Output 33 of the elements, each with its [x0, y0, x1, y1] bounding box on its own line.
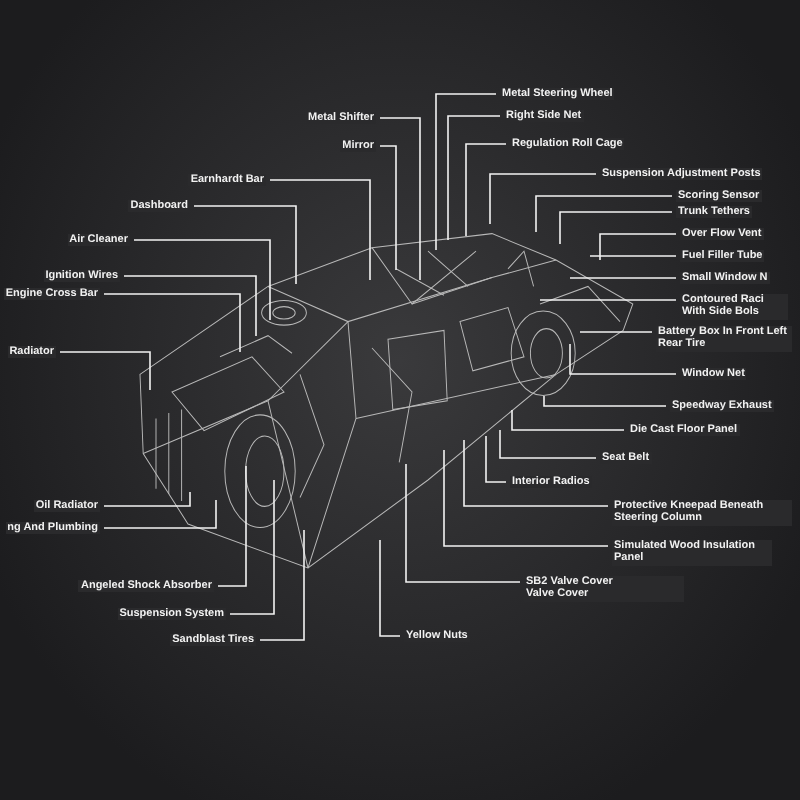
leader-line [465, 143, 507, 237]
leader-line [59, 351, 151, 391]
leader-line [133, 239, 271, 321]
leader-line [123, 275, 257, 337]
leader-line [103, 491, 191, 507]
leader-line [539, 299, 677, 301]
leader-line [463, 439, 609, 507]
leader-line [511, 409, 625, 431]
leader-line [589, 255, 677, 257]
leader-line [485, 435, 507, 483]
leader-line [379, 539, 401, 637]
leader-line [379, 145, 397, 271]
leader-line [443, 449, 609, 547]
leader-line [569, 277, 677, 279]
leader-line [559, 211, 673, 245]
leader-line [569, 343, 677, 375]
leader-line [269, 179, 371, 281]
leader-line [599, 233, 677, 261]
leader-line [435, 93, 497, 251]
leader-line [405, 463, 521, 583]
leader-line [103, 499, 217, 529]
leader-line [259, 529, 305, 641]
leader-line [217, 465, 247, 587]
leader-line [379, 117, 421, 281]
leader-line [543, 395, 667, 407]
leader-line [499, 429, 597, 459]
leader-line [535, 195, 673, 233]
leader-line [193, 205, 297, 285]
leader-line [229, 479, 275, 615]
leader-line [103, 293, 241, 353]
leader-line [579, 331, 653, 333]
leader-line [447, 115, 501, 241]
leader-line [489, 173, 597, 225]
